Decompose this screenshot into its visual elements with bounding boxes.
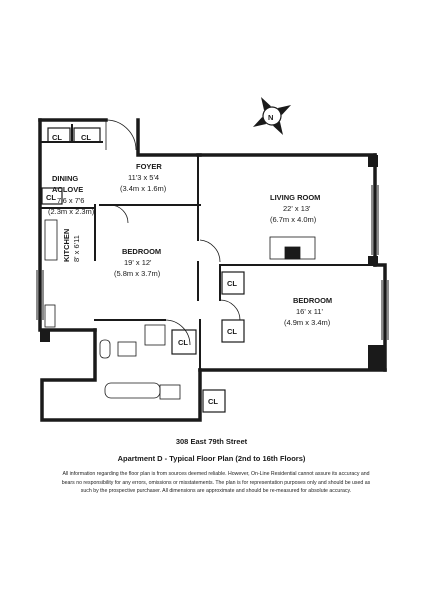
closet-label: CL bbox=[178, 338, 188, 347]
closet-label: CL bbox=[227, 279, 237, 288]
closet-label: CL bbox=[52, 133, 62, 142]
walls bbox=[38, 118, 387, 422]
disclaimer-text: All information regarding the floor plan… bbox=[61, 471, 371, 494]
living-room-dims: 22' x 13' bbox=[283, 204, 311, 213]
windows bbox=[36, 185, 389, 340]
closet-label: CL bbox=[81, 133, 91, 142]
living-room-name: LIVING ROOM bbox=[270, 193, 320, 202]
dining-name-line2: ACLOVE bbox=[52, 185, 83, 194]
doors bbox=[105, 119, 241, 346]
bedroom-1-name: BEDROOM bbox=[122, 247, 161, 256]
kitchen-name: KITCHEN bbox=[62, 229, 71, 262]
compass-icon bbox=[252, 96, 292, 136]
building-address: 308 East 79th Street bbox=[175, 437, 248, 446]
closet-label: CL bbox=[46, 193, 56, 202]
closet-boxes bbox=[41, 127, 245, 413]
floor-plan: CL CL CL CL CL CL CL N FOYER 11'3 x 5'4 … bbox=[36, 96, 389, 422]
bedroom-2-metric: (4.9m x 3.4m) bbox=[284, 318, 331, 327]
bedroom-1-dims: 19' x 12' bbox=[124, 258, 152, 267]
floor-plan-title: Apartment D - Typical Floor Plan (2nd to… bbox=[117, 454, 306, 463]
closet-label: CL bbox=[208, 397, 218, 406]
living-room-metric: (6.7m x 4.0m) bbox=[270, 215, 317, 224]
dining-name: DINING bbox=[52, 174, 78, 183]
dining-dims: 7'6 x 7'6 bbox=[57, 196, 84, 205]
column-blocks bbox=[40, 155, 386, 370]
bedroom-2-name: BEDROOM bbox=[293, 296, 332, 305]
kitchen-dims: 8' x 6'11 bbox=[72, 235, 81, 262]
foyer-metric: (3.4m x 1.6m) bbox=[120, 184, 167, 193]
bedroom-2-dims: 16' x 11' bbox=[296, 307, 323, 316]
dining-metric: (2.3m x 2.3m) bbox=[48, 207, 95, 216]
foyer-dims: 11'3 x 5'4 bbox=[128, 173, 159, 182]
foyer-name: FOYER bbox=[136, 162, 162, 171]
compass-north-label: N bbox=[268, 113, 273, 122]
bedroom-1-metric: (5.8m x 3.7m) bbox=[114, 269, 161, 278]
closet-label: CL bbox=[227, 327, 237, 336]
fixtures bbox=[44, 219, 316, 400]
